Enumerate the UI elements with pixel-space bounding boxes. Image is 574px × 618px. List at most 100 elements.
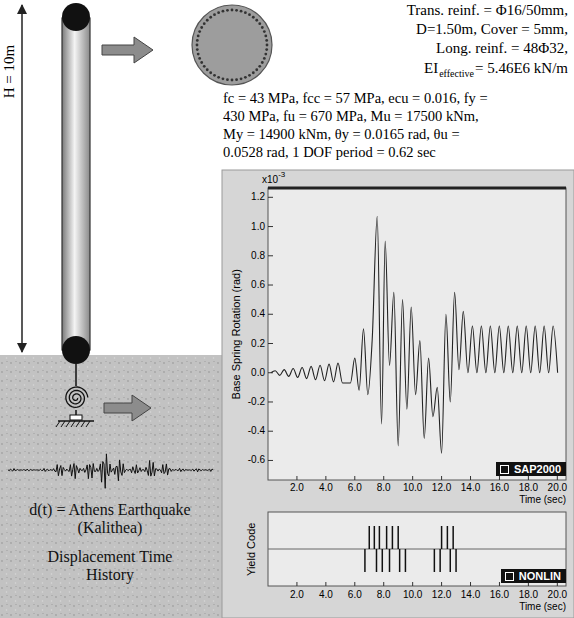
rebar-dot xyxy=(264,35,267,38)
rotation-curve xyxy=(271,216,558,453)
yield-bar xyxy=(374,526,376,549)
ground-hatch xyxy=(56,421,60,427)
rebar-dot xyxy=(213,13,216,16)
rebar-dot xyxy=(217,11,220,14)
axis-tick xyxy=(441,476,442,480)
yield-axis xyxy=(268,549,566,550)
ground-hatch xyxy=(61,421,65,427)
tick-label: 6.0 xyxy=(348,482,362,494)
axis-tick xyxy=(268,460,273,461)
rebar-dot xyxy=(240,10,243,13)
tick-label: 1.0 xyxy=(251,221,265,233)
yield-plot-area xyxy=(268,512,566,586)
rebar-dot xyxy=(203,65,206,68)
rebar-dot xyxy=(252,71,255,74)
soil-region: d(t) = Athens Earthquake (Kalithea)Displ… xyxy=(0,355,330,618)
yield-bar xyxy=(434,549,436,572)
axis-scale: -3 xyxy=(278,170,285,179)
axis-tick xyxy=(383,476,384,480)
tick-label: 0.4 xyxy=(251,308,265,320)
rebar-dot xyxy=(248,13,251,16)
yield-bar xyxy=(376,549,378,572)
rebar-dot xyxy=(222,77,225,80)
axis-tick xyxy=(268,431,273,432)
yield-bar xyxy=(452,526,454,549)
axis-tick xyxy=(470,582,471,586)
rebar-dot xyxy=(252,16,255,19)
rebar-dot xyxy=(235,9,238,12)
yield-bar xyxy=(392,526,394,549)
axis-tick xyxy=(268,401,273,402)
rebar-dot xyxy=(231,79,234,82)
yield-bar xyxy=(369,526,371,549)
rebar-dot xyxy=(265,48,268,51)
yield-bar xyxy=(382,549,384,572)
tick-label: 0.8 xyxy=(251,250,265,262)
series-tag: NONLIN xyxy=(519,570,561,582)
tick-label: 0.0 xyxy=(251,367,265,379)
yield-bar xyxy=(364,549,366,572)
rebar-dot xyxy=(200,61,203,64)
tick-label: 12.0 xyxy=(432,482,451,494)
axis-tick xyxy=(412,582,413,586)
rebar-dot xyxy=(258,65,261,68)
tick-label: 10.0 xyxy=(403,482,422,494)
rotational-spring xyxy=(66,387,88,407)
rebar-dot xyxy=(240,77,243,80)
tick-label: 4.0 xyxy=(319,482,333,494)
axis-title: Time (sec) xyxy=(519,601,566,613)
rebar-dot xyxy=(255,19,258,22)
tick-label: -0.6 xyxy=(248,454,265,466)
axis-tick xyxy=(325,476,326,480)
rebar-dot xyxy=(226,78,229,81)
tick-label: 18.0 xyxy=(519,589,538,601)
rebar-dot xyxy=(263,30,266,33)
yield-bar xyxy=(450,549,452,572)
rebar-dot xyxy=(206,19,209,22)
chart-panel xyxy=(222,170,574,618)
tick-label: 4.0 xyxy=(319,589,333,601)
rebar-dot xyxy=(261,26,264,29)
yield-bar xyxy=(397,526,399,549)
tag-icon xyxy=(505,572,514,581)
section-property: D=1.50m, Cover = 5mm, xyxy=(416,21,568,38)
rebar-dot xyxy=(197,53,200,56)
axis-tick xyxy=(499,476,500,480)
tick-label: 6.0 xyxy=(348,589,362,601)
legend-tag: NONLIN xyxy=(501,569,566,583)
rebar-dot xyxy=(213,74,216,77)
spring-stem xyxy=(75,364,77,386)
yield-bar xyxy=(399,549,401,572)
spring-support xyxy=(70,415,82,420)
axis-tick xyxy=(268,314,273,315)
axis-tick xyxy=(528,476,529,480)
axis-tick xyxy=(268,372,273,373)
rebar-dot xyxy=(244,76,247,79)
rebar-dot xyxy=(217,76,220,79)
axis-tick xyxy=(412,476,413,480)
series-tag: SAP2000 xyxy=(514,463,561,475)
section-property: EI xyxy=(424,60,438,77)
axis-tick xyxy=(325,582,326,586)
rebar-dot xyxy=(203,22,206,25)
section-property: = 5.46E6 kN/m xyxy=(475,60,568,77)
axis-title: Time (sec) xyxy=(519,494,566,506)
rebar-dot xyxy=(196,48,199,51)
rebar-dot xyxy=(244,11,247,14)
section-property: Trans. reinf. = Φ16/50mm, xyxy=(407,2,568,19)
rebar-dot xyxy=(196,39,199,42)
caption-text: Displacement Time History xyxy=(26,548,194,585)
material-property: fc = 43 MPa, fcc = 57 MPa, ecu = 0.016, … xyxy=(223,90,488,107)
rebar-dot xyxy=(264,53,267,56)
yield-bar xyxy=(455,549,457,572)
axis-tick xyxy=(470,476,471,480)
rebar-dot xyxy=(196,44,199,47)
rebar-dot xyxy=(248,74,251,77)
yield-bar xyxy=(386,526,388,549)
axis-title: Base Spring Rotation (rad) xyxy=(230,269,243,399)
earthquake-trace xyxy=(8,454,213,488)
axis-title: Yield Code xyxy=(246,522,259,575)
material-property: 0.0528 rad, 1 DOF period = 0.62 sec xyxy=(223,144,436,161)
yield-bar xyxy=(441,526,443,549)
tick-label: 14.0 xyxy=(461,589,480,601)
